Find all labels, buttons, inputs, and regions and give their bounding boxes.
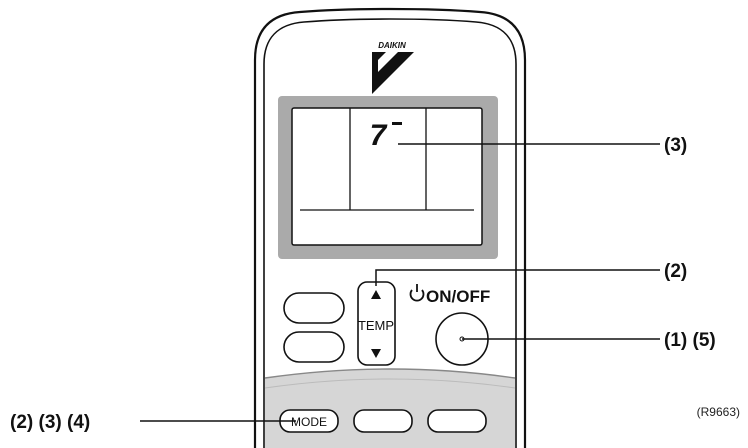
lcd-dash-segment — [392, 122, 402, 125]
callout-power: (1) (5) — [664, 330, 716, 351]
leader-line-temp — [375, 269, 660, 286]
lcd-digit: 7 — [370, 119, 388, 152]
lower-panel — [265, 369, 515, 448]
left-lower-button[interactable] — [283, 331, 345, 363]
temp-down-arrow-icon[interactable] — [371, 349, 381, 358]
temp-up-arrow-icon[interactable] — [371, 290, 381, 299]
brand-logo-text: DAIKIN — [378, 41, 406, 50]
callout-temp: (2) — [664, 261, 687, 282]
power-label-group: ON/OFF — [409, 284, 490, 306]
lcd-screen — [291, 107, 483, 246]
lower-panel-edge-2 — [264, 378, 516, 389]
callout-display: (3) — [664, 135, 687, 156]
lower-panel-edge — [264, 368, 516, 379]
temp-label: TEMP — [358, 318, 394, 333]
daikin-logo: DAIKIN — [372, 41, 414, 94]
lower-right-button[interactable] — [427, 409, 487, 433]
remote-body-inner — [263, 18, 517, 448]
callout-mode: (2) (3) (4) — [10, 412, 90, 433]
figure-reference: (R9663) — [697, 405, 740, 419]
daikin-logo-mark-cut — [378, 52, 398, 72]
power-label: ON/OFF — [426, 287, 490, 306]
temp-button[interactable]: TEMP — [357, 281, 396, 366]
mode-label: MODE — [291, 415, 327, 429]
left-upper-button[interactable] — [283, 292, 345, 324]
lower-middle-button[interactable] — [353, 409, 413, 433]
power-icon — [409, 289, 425, 302]
